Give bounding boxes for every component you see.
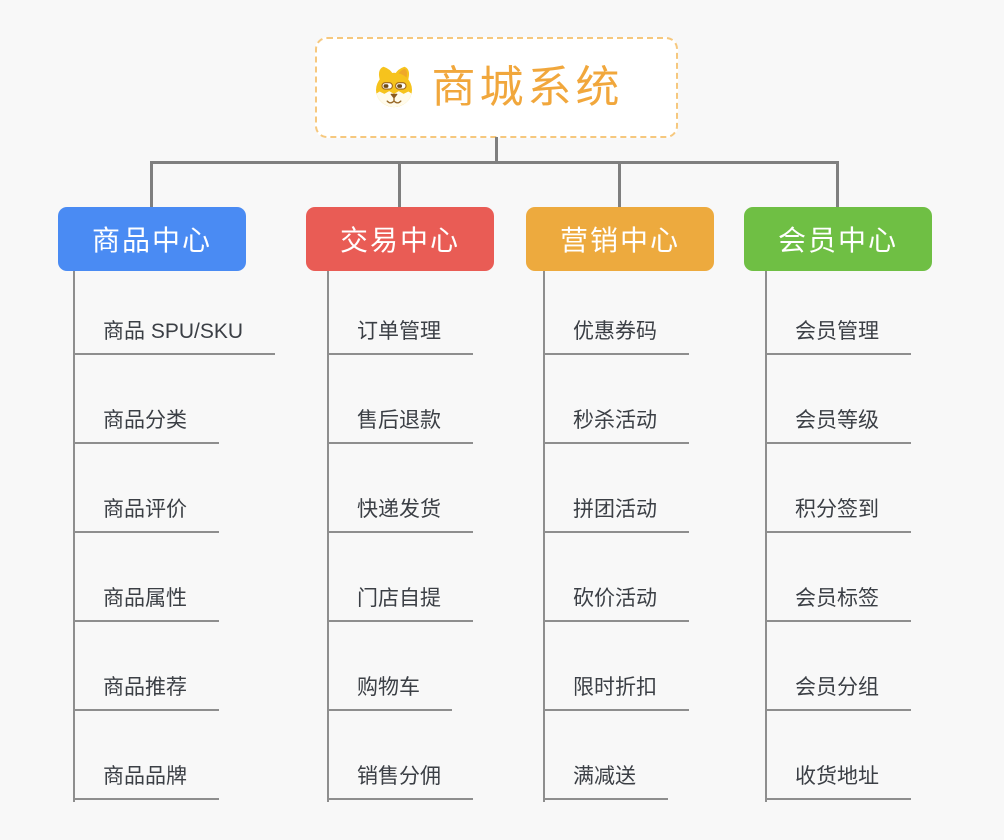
connector-line bbox=[398, 161, 401, 208]
leaf-item[interactable]: 拼团活动 bbox=[543, 497, 689, 533]
connector-line bbox=[618, 161, 621, 208]
branch-stem-line bbox=[765, 271, 767, 802]
leaf-item[interactable]: 会员标签 bbox=[765, 586, 911, 622]
leaf-item[interactable]: 会员等级 bbox=[765, 408, 911, 444]
leaf-item[interactable]: 商品 SPU/SKU bbox=[73, 319, 276, 355]
branch-header-product-center[interactable]: 商品中心 bbox=[58, 207, 246, 271]
leaf-item[interactable]: 快递发货 bbox=[327, 497, 473, 533]
leaf-item[interactable]: 会员分组 bbox=[765, 675, 911, 711]
leaf-item[interactable]: 商品品牌 bbox=[73, 764, 219, 800]
branch-stem-line bbox=[327, 271, 329, 802]
branch-column-marketing: 优惠券码 秒杀活动 拼团活动 砍价活动 限时折扣 满减送 bbox=[543, 271, 783, 803]
branch-column-member: 会员管理 会员等级 积分签到 会员标签 会员分组 收货地址 bbox=[765, 271, 1004, 803]
branch-header-trade-center[interactable]: 交易中心 bbox=[306, 207, 494, 271]
leaf-item[interactable]: 满减送 bbox=[543, 764, 668, 800]
leaf-item[interactable]: 优惠券码 bbox=[543, 319, 689, 355]
shiba-dog-icon bbox=[375, 66, 412, 108]
leaf-item[interactable]: 商品推荐 bbox=[73, 675, 219, 711]
connector-line bbox=[836, 161, 839, 208]
leaf-item[interactable]: 会员管理 bbox=[765, 319, 911, 355]
branch-header-member-center[interactable]: 会员中心 bbox=[744, 207, 932, 271]
leaf-item[interactable]: 限时折扣 bbox=[543, 675, 689, 711]
leaf-item[interactable]: 商品属性 bbox=[73, 586, 219, 622]
branch-stem-line bbox=[73, 271, 75, 802]
branch-stem-line bbox=[543, 271, 545, 802]
root-node[interactable]: 商城系统 bbox=[315, 37, 678, 138]
leaf-item[interactable]: 商品分类 bbox=[73, 408, 219, 444]
leaf-item[interactable]: 购物车 bbox=[327, 675, 452, 711]
branch-column-product: 商品 SPU/SKU 商品分类 商品评价 商品属性 商品推荐 商品品牌 bbox=[73, 271, 313, 803]
leaf-item[interactable]: 收货地址 bbox=[765, 764, 911, 800]
connector-line bbox=[495, 137, 498, 163]
branch-column-trade: 订单管理 售后退款 快递发货 门店自提 购物车 销售分佣 bbox=[327, 271, 567, 803]
leaf-item[interactable]: 门店自提 bbox=[327, 586, 473, 622]
leaf-item[interactable]: 售后退款 bbox=[327, 408, 473, 444]
root-title: 商城系统 bbox=[431, 62, 624, 112]
leaf-item[interactable]: 销售分佣 bbox=[327, 764, 473, 800]
leaf-item[interactable]: 商品评价 bbox=[73, 497, 219, 533]
branch-header-marketing-center[interactable]: 营销中心 bbox=[526, 207, 714, 271]
leaf-item[interactable]: 秒杀活动 bbox=[543, 408, 689, 444]
leaf-item[interactable]: 砍价活动 bbox=[543, 586, 689, 622]
connector-line bbox=[150, 161, 153, 208]
connector-line bbox=[150, 161, 839, 164]
leaf-item[interactable]: 积分签到 bbox=[765, 497, 911, 533]
leaf-item[interactable]: 订单管理 bbox=[327, 319, 473, 355]
